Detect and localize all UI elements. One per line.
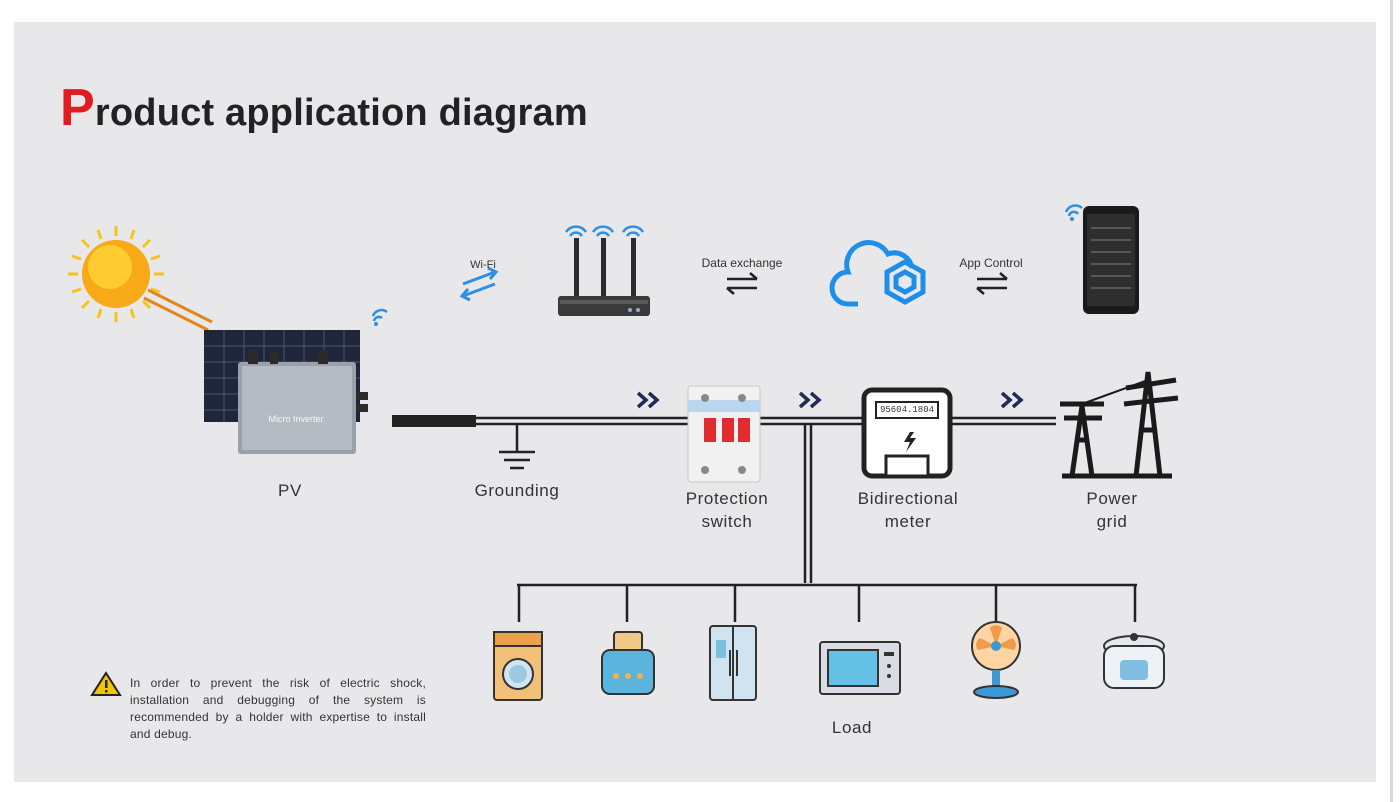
load-label: Load bbox=[831, 718, 873, 737]
bidirectional-meter-label: Bidirectional meter bbox=[843, 487, 973, 533]
meter-line2: meter bbox=[884, 512, 932, 531]
title-first-letter: P bbox=[60, 79, 95, 137]
page-title: Product application diagram bbox=[60, 78, 588, 138]
protection-switch-label: Protection switch bbox=[667, 487, 787, 533]
load-bus bbox=[517, 424, 1137, 622]
protection-line2: switch bbox=[701, 512, 753, 531]
main-bus bbox=[392, 415, 1056, 427]
grounding-label: Grounding bbox=[474, 481, 560, 500]
flow-arrows bbox=[636, 391, 1024, 409]
title-rest: roduct application diagram bbox=[94, 92, 588, 134]
warning-icon bbox=[90, 671, 122, 696]
rice-cooker-icon bbox=[1103, 633, 1165, 689]
grid-line2: grid bbox=[1096, 512, 1128, 531]
sun-icon bbox=[68, 226, 213, 332]
power-grid-label: Power grid bbox=[1067, 487, 1157, 533]
microwave-icon bbox=[819, 641, 901, 695]
smartphone-icon bbox=[1064, 204, 1139, 314]
wifi-label: Wi-Fi bbox=[470, 259, 496, 271]
data-exchange-arrows bbox=[726, 272, 758, 295]
washing-machine-icon bbox=[493, 631, 543, 701]
pv-wifi-icon bbox=[371, 308, 388, 326]
breaker-icon bbox=[687, 385, 761, 483]
warning-text: In order to prevent the risk of electric… bbox=[130, 676, 426, 741]
inverter-label: Micro Inverter bbox=[268, 414, 324, 424]
grounding-icon bbox=[499, 424, 535, 470]
fan-icon bbox=[971, 621, 1021, 699]
wifi-exchange-icon bbox=[459, 266, 499, 302]
app-control-arrows bbox=[976, 272, 1008, 295]
protection-line1: Protection bbox=[685, 489, 769, 508]
fridge-icon bbox=[709, 625, 757, 701]
router-icon bbox=[558, 225, 650, 316]
toaster-icon bbox=[601, 631, 655, 695]
data-exchange-label: Data exchange bbox=[701, 256, 783, 270]
edge-rule bbox=[1390, 0, 1393, 802]
grid-line1: Power bbox=[1086, 489, 1138, 508]
micro-inverter-icon bbox=[238, 350, 368, 454]
app-control-label: App Control bbox=[959, 256, 1023, 270]
pv-label: PV bbox=[278, 481, 302, 500]
meter-icon bbox=[861, 387, 953, 479]
cloud-icon bbox=[829, 240, 926, 307]
meter-display: 95604.1804 bbox=[879, 405, 934, 415]
meter-line1: Bidirectional bbox=[857, 489, 959, 508]
pylon-icon bbox=[1060, 371, 1179, 479]
